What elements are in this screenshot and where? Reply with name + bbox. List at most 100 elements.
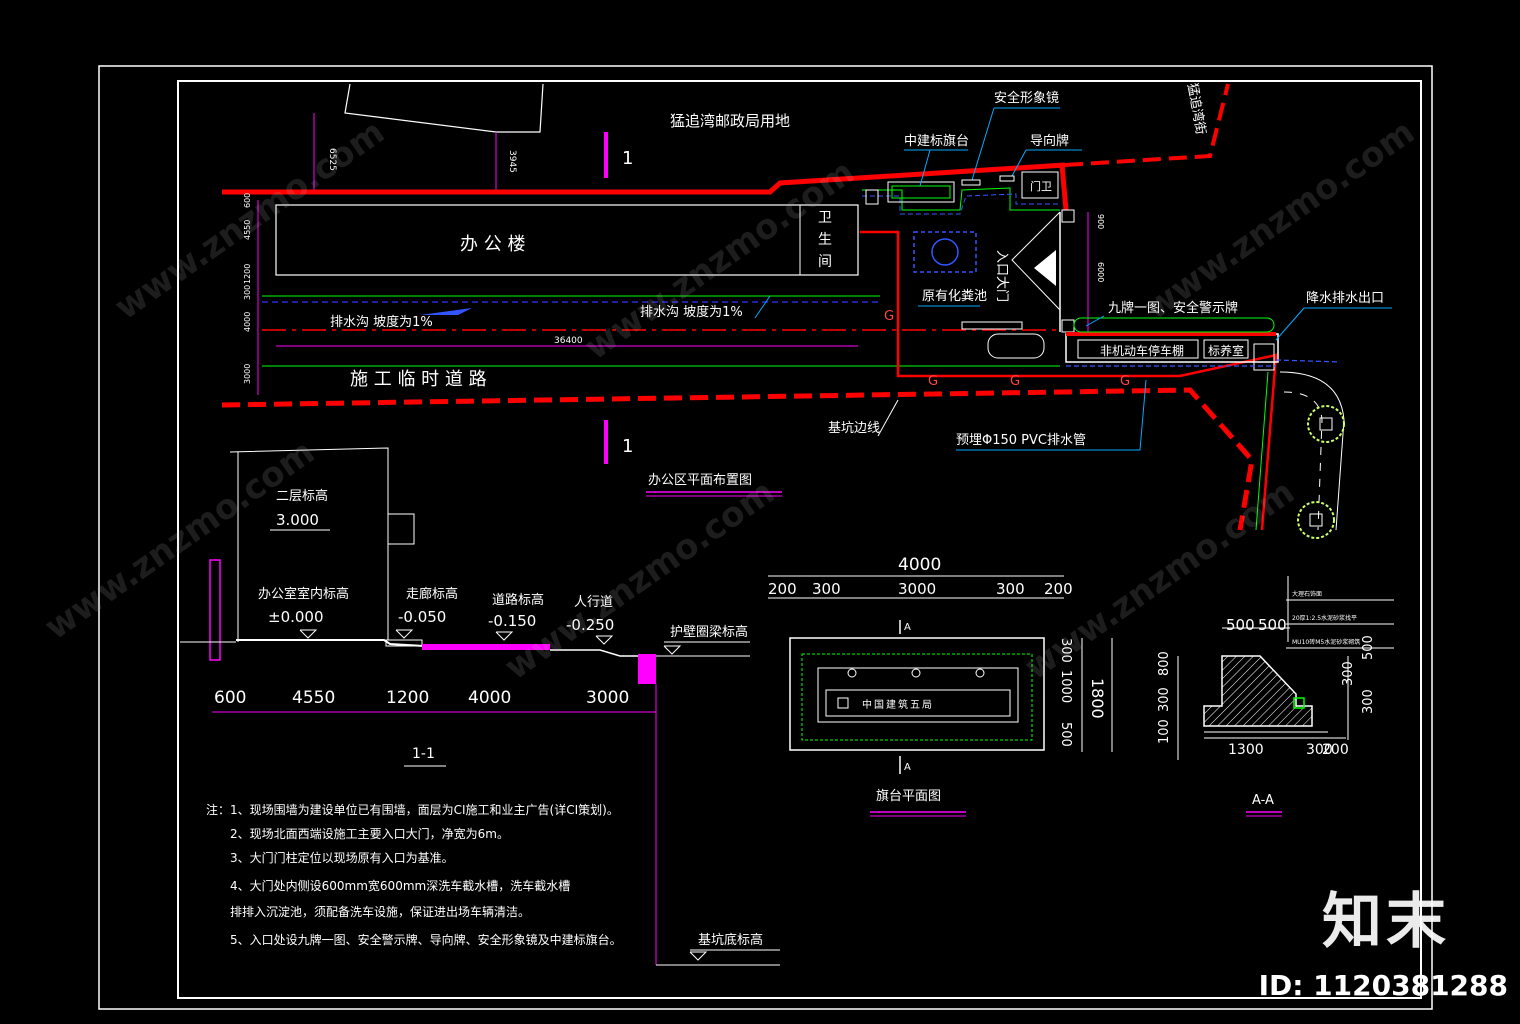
flag-dim-top-4: 200 bbox=[1044, 580, 1073, 598]
note-line-1: 2、现场北面西端设施工主要入口大门，净宽为6m。 bbox=[230, 826, 509, 841]
flag-plan-title: 旗台平面图 bbox=[876, 788, 941, 804]
tree-2 bbox=[1297, 501, 1335, 539]
image-id: ID: 1120381288 bbox=[1258, 969, 1508, 1002]
aa-dim-top-0: 500 bbox=[1226, 616, 1255, 634]
flag-dim-top-3: 300 bbox=[996, 580, 1025, 598]
entrance-label: 入口大门 bbox=[994, 250, 1009, 302]
aa-dim-right-0: 500 bbox=[1361, 635, 1376, 660]
gate-pillar-top bbox=[1061, 209, 1075, 223]
nursery-label: 标养室 bbox=[1208, 343, 1244, 358]
hedge-strip bbox=[1073, 317, 1275, 333]
section-1-1: 二层标高 3.000 办公室室内标高 ±0.000 走廊标高 -0.050 道路… bbox=[180, 447, 780, 966]
aa-dim-right-1: 300 bbox=[1341, 661, 1356, 686]
gate-road-label: 猛追湾街 bbox=[1184, 82, 1209, 136]
dim-total: 36400 bbox=[554, 336, 583, 346]
flagpole-3 bbox=[975, 668, 985, 678]
plan-title: 办公区平面布置图 bbox=[648, 473, 752, 488]
cut-mark-top: A bbox=[904, 622, 911, 633]
cut-mark-bottom: A bbox=[904, 762, 911, 773]
section-wall-post bbox=[209, 559, 221, 661]
left-dim-2: 1200 bbox=[243, 264, 252, 284]
aa-dim-right-2: 300 bbox=[1361, 689, 1376, 714]
elevation-markers bbox=[299, 629, 708, 961]
pvc-leader bbox=[956, 379, 1147, 451]
flag-dim-right-1: 1000 bbox=[1058, 670, 1073, 703]
section-canopy bbox=[387, 513, 415, 545]
septic-tank-manhole bbox=[931, 238, 959, 266]
section-dim-0: 600 bbox=[214, 688, 246, 708]
guide-sign-label: 导向牌 bbox=[1030, 133, 1069, 149]
section-title: 1-1 bbox=[412, 746, 435, 762]
guide-sign-leader bbox=[1011, 149, 1027, 177]
dewater-outlet-label: 降水排水出口 bbox=[1306, 291, 1384, 306]
aa-note-2: MU10砖M5水泥砂浆砌筑 bbox=[1292, 638, 1360, 646]
aa-plant bbox=[1293, 697, 1305, 709]
dim-top1: 6525 bbox=[327, 148, 337, 171]
left-dim-3: 300 bbox=[243, 285, 252, 300]
flag-outer bbox=[789, 637, 1045, 751]
pit-edge-leader bbox=[877, 399, 899, 437]
outlet-box bbox=[1253, 343, 1275, 371]
left-dim-5: 3000 bbox=[243, 364, 252, 384]
flag-width: 4000 bbox=[898, 555, 941, 575]
flagpole-2 bbox=[911, 668, 921, 678]
inner-frame bbox=[177, 80, 1422, 999]
notes-block: 注：1、现场围墙为建设单位已有围墙，面层为CI施工和业主广告(详CI策划)。2、… bbox=[206, 802, 622, 947]
g-mark-2: G bbox=[1010, 374, 1020, 389]
site-wall-top bbox=[222, 162, 1066, 195]
section-mark-top: 1 bbox=[622, 148, 633, 169]
dewater-pipe bbox=[1275, 359, 1341, 363]
dewater-leader bbox=[1275, 307, 1305, 341]
drain-label-mid: 排水沟 坡度为1% bbox=[640, 304, 743, 320]
temp-road-label: 施 工 临 时 道 路 bbox=[350, 369, 487, 390]
sidewalk-elev-label: 人行道 bbox=[574, 595, 613, 610]
road-slab bbox=[422, 644, 550, 650]
sediment-tank bbox=[987, 333, 1045, 359]
sidewalk-profile bbox=[550, 649, 640, 657]
company-plate bbox=[825, 689, 1011, 717]
aa-dim-top-1: 500 bbox=[1258, 616, 1287, 634]
aa-dim-bottom-2: 200 bbox=[1322, 742, 1349, 758]
section-dim-4: 3000 bbox=[586, 688, 629, 708]
site-wall-dashed-ne bbox=[1064, 83, 1230, 167]
drain-leader bbox=[754, 295, 771, 319]
aa-dim-left-2: 100 bbox=[1157, 719, 1172, 744]
aa-dim-bottom-1: 300 bbox=[1306, 742, 1333, 758]
bike-shed-label: 非机动车停车棚 bbox=[1100, 343, 1184, 358]
site-plan: 猛追湾邮政局用地 6525 3945 1 1 猛追湾街 办 公 楼 卫生间 60… bbox=[221, 82, 1392, 539]
entry-green-outline bbox=[862, 187, 1060, 211]
office-elev-value: ±0.000 bbox=[268, 608, 324, 626]
nursery-room bbox=[1203, 339, 1249, 359]
corridor-elev-value: -0.050 bbox=[398, 608, 446, 626]
road-elev-label: 道路标高 bbox=[492, 592, 544, 608]
second-floor-label: 二层标高 bbox=[276, 488, 328, 504]
section-dim-2: 1200 bbox=[386, 688, 429, 708]
g-mark-3: G bbox=[1120, 374, 1130, 389]
dim-gate2: 6000 bbox=[1096, 262, 1105, 282]
bike-shed bbox=[1077, 339, 1199, 359]
nine-signs-leader bbox=[1085, 315, 1105, 327]
entrance-arrow bbox=[1034, 250, 1056, 286]
septic-tank bbox=[913, 231, 977, 273]
office-building-label: 办 公 楼 bbox=[460, 234, 525, 255]
pvc-pipe-label: 预埋Φ150 PVC排水管 bbox=[956, 433, 1086, 448]
corridor-elev-label: 走廊标高 bbox=[406, 586, 458, 602]
retaining-beam-label: 护壁圈梁标高 bbox=[670, 624, 748, 640]
aa-section-body bbox=[1203, 655, 1313, 727]
mirror-symbol bbox=[961, 179, 981, 186]
guide-sign-symbol bbox=[999, 175, 1015, 182]
company-logo-box bbox=[837, 697, 849, 709]
section-roof bbox=[229, 447, 389, 640]
postal-land-label: 猛追湾邮政局用地 bbox=[670, 112, 790, 130]
flag-dim-top-1: 300 bbox=[812, 580, 841, 598]
sidewalk-pavers bbox=[1283, 391, 1323, 531]
tree-1 bbox=[1307, 405, 1345, 443]
company-name: 中国建筑五局 bbox=[862, 698, 934, 711]
aa-title: A-A bbox=[1252, 793, 1274, 808]
flag-dim-total: 1800 bbox=[1088, 678, 1107, 719]
